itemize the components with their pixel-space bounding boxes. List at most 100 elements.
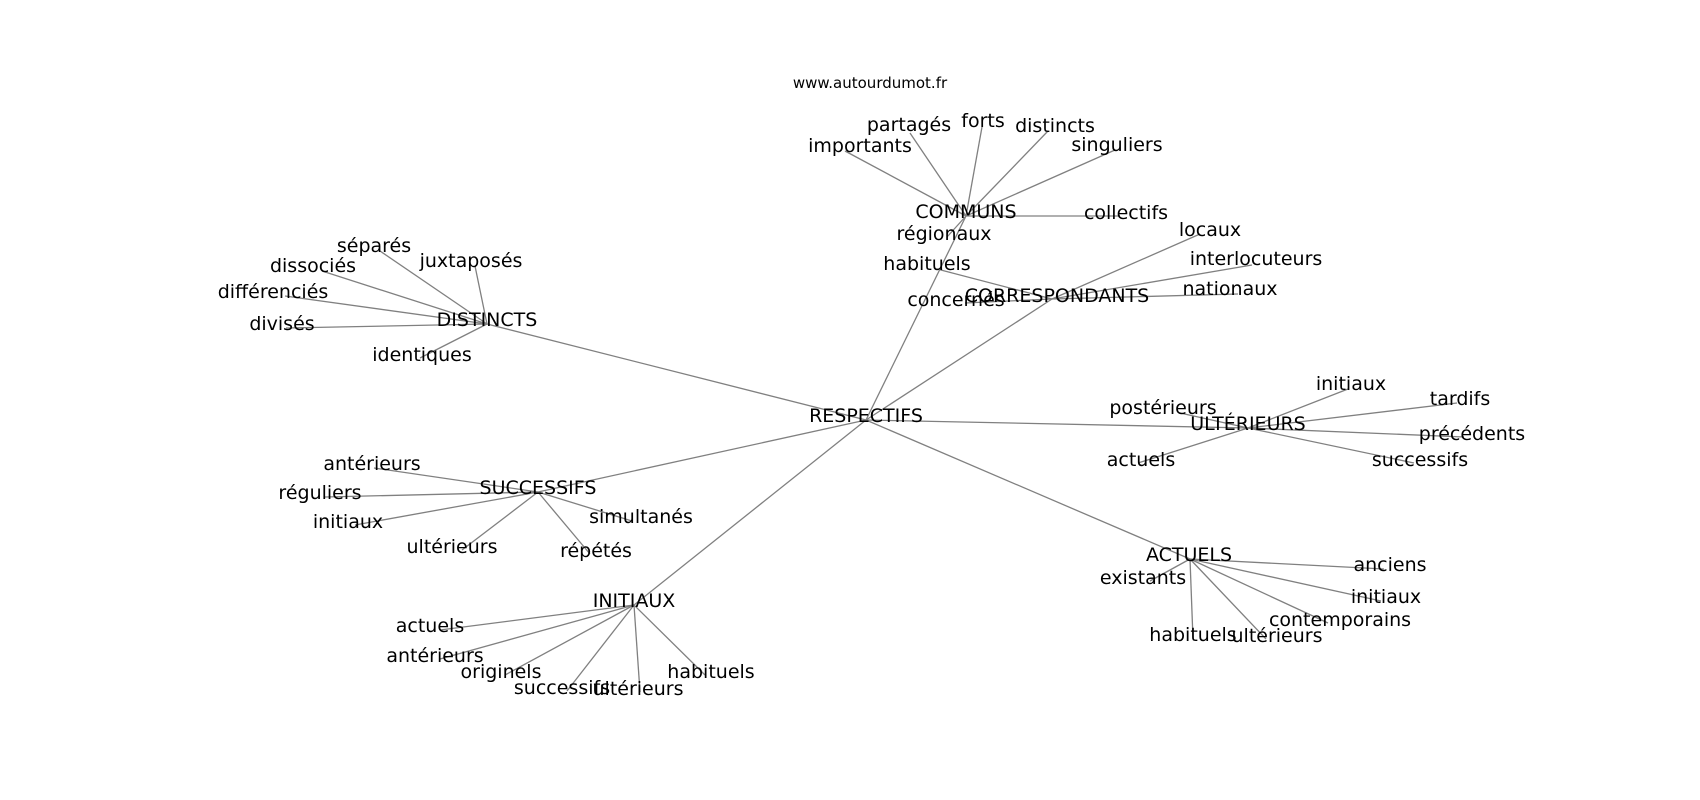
leaf-node-6-6[interactable]: habituels bbox=[1149, 624, 1236, 646]
leaf-node-6-5[interactable]: ultérieurs bbox=[1232, 625, 1323, 647]
edge-branch-1-leaf-5 bbox=[965, 149, 1116, 217]
edge-branch-3-leaf-6 bbox=[419, 323, 488, 359]
leaf-node-4-4[interactable]: précédents bbox=[1419, 423, 1525, 445]
leaf-node-4-6[interactable]: actuels bbox=[1107, 449, 1175, 471]
leaf-node-2-2[interactable]: concernés bbox=[907, 289, 1004, 311]
edge-branch-3-leaf-2 bbox=[321, 270, 488, 325]
leaf-node-3-6[interactable]: identiques bbox=[372, 344, 472, 366]
leaf-node-6-1[interactable]: anciens bbox=[1353, 554, 1426, 576]
leaf-node-1-5[interactable]: singuliers bbox=[1071, 134, 1162, 156]
leaf-node-1-6[interactable]: collectifs bbox=[1084, 202, 1168, 224]
edge-branch-5-leaf-3 bbox=[354, 491, 539, 526]
edge-branch-1-leaf-2 bbox=[909, 132, 967, 217]
leaf-node-3-5[interactable]: divisés bbox=[249, 313, 314, 335]
edge-branch-4-leaf-5 bbox=[1247, 427, 1415, 464]
edge-branch-5-leaf-1 bbox=[373, 467, 539, 493]
center-node[interactable]: RESPECTIFS bbox=[809, 405, 923, 427]
edge-branch-3-leaf-4 bbox=[284, 295, 488, 325]
branch-node-5[interactable]: SUCCESSIFS bbox=[480, 477, 597, 499]
leaf-node-7-5[interactable]: ultérieurs bbox=[593, 678, 684, 700]
edge-center-7 bbox=[633, 419, 867, 606]
leaf-node-6-4[interactable]: contemporains bbox=[1269, 609, 1411, 631]
leaf-node-1-7[interactable]: régionaux bbox=[896, 223, 991, 245]
edge-branch-7-leaf-3 bbox=[504, 604, 635, 676]
edge-branch-1-leaf-1 bbox=[844, 150, 967, 217]
edge-branch-5-leaf-4 bbox=[461, 491, 539, 551]
edge-center-2 bbox=[865, 298, 1053, 421]
edge-branch-7-leaf-4 bbox=[566, 604, 635, 692]
edge-branch-7-leaf-2 bbox=[439, 604, 635, 660]
leaf-node-1-4[interactable]: distincts bbox=[1015, 115, 1095, 137]
leaf-node-5-3[interactable]: initiaux bbox=[313, 511, 383, 533]
leaf-node-2-5[interactable]: nationaux bbox=[1182, 278, 1277, 300]
leaf-node-7-3[interactable]: originels bbox=[461, 661, 542, 683]
leaf-node-4-5[interactable]: successifs bbox=[1372, 449, 1468, 471]
edges bbox=[284, 126, 1465, 693]
branch-node-2[interactable]: CORRESPONDANTS bbox=[965, 285, 1150, 307]
branch-node-4[interactable]: ULTÉRIEURS bbox=[1190, 412, 1305, 435]
branch-node-6[interactable]: ACTUELS bbox=[1146, 544, 1232, 566]
edge-branch-2-leaf-3 bbox=[1051, 233, 1201, 300]
leaf-node-7-2[interactable]: antérieurs bbox=[386, 645, 483, 667]
leaf-node-6-3[interactable]: initiaux bbox=[1351, 586, 1421, 608]
edge-branch-5-leaf-6 bbox=[537, 491, 591, 555]
leaf-node-7-1[interactable]: actuels bbox=[396, 615, 464, 637]
leaf-node-5-2[interactable]: réguliers bbox=[278, 482, 361, 504]
leaf-node-3-3[interactable]: juxtaposés bbox=[419, 250, 523, 272]
edge-branch-3-leaf-1 bbox=[379, 250, 488, 325]
leaf-node-6-2[interactable]: existants bbox=[1100, 567, 1186, 589]
edge-branch-6-leaf-6 bbox=[1189, 558, 1194, 640]
leaf-node-3-4[interactable]: différenciés bbox=[218, 281, 329, 303]
leaf-node-2-4[interactable]: interlocuteurs bbox=[1190, 248, 1323, 270]
edge-branch-3-leaf-3 bbox=[474, 265, 488, 325]
leaf-node-3-1[interactable]: séparés bbox=[337, 235, 411, 257]
edge-branch-6-leaf-4 bbox=[1189, 558, 1329, 624]
edge-center-6 bbox=[865, 419, 1191, 560]
leaf-node-7-4[interactable]: successifs bbox=[514, 677, 610, 699]
leaf-node-5-1[interactable]: antérieurs bbox=[323, 453, 420, 475]
edge-branch-1-leaf-4 bbox=[965, 130, 1049, 217]
leaf-node-1-2[interactable]: partagés bbox=[867, 114, 951, 136]
edge-branch-3-leaf-5 bbox=[285, 323, 488, 329]
edge-branch-5-leaf-5 bbox=[537, 491, 633, 522]
leaf-node-1-1[interactable]: importants bbox=[808, 135, 912, 157]
edge-branch-4-leaf-3 bbox=[1247, 402, 1458, 429]
leaf-node-1-3[interactable]: forts bbox=[961, 110, 1004, 132]
edge-branch-7-leaf-1 bbox=[439, 604, 635, 631]
leaf-node-2-1[interactable]: habituels bbox=[883, 253, 970, 275]
leaf-node-5-5[interactable]: simultanés bbox=[589, 506, 693, 528]
leaf-node-3-2[interactable]: dissociés bbox=[270, 255, 356, 277]
edge-center-3 bbox=[486, 323, 867, 421]
edge-branch-6-leaf-5 bbox=[1189, 558, 1267, 640]
leaf-node-7-6[interactable]: habituels bbox=[667, 661, 754, 683]
edge-branch-1-leaf-7 bbox=[946, 215, 967, 238]
edge-branch-2-leaf-2 bbox=[964, 298, 1053, 304]
leaf-node-5-4[interactable]: ultérieurs bbox=[407, 536, 498, 558]
edge-branch-7-leaf-5 bbox=[633, 604, 641, 693]
edge-branch-2-leaf-1 bbox=[936, 268, 1053, 300]
leaf-node-4-2[interactable]: initiaux bbox=[1316, 373, 1386, 395]
edge-branch-7-leaf-6 bbox=[633, 604, 706, 676]
leaf-node-2-3[interactable]: locaux bbox=[1179, 219, 1241, 241]
edge-branch-4-leaf-2 bbox=[1247, 388, 1349, 429]
leaf-node-4-3[interactable]: tardifs bbox=[1430, 388, 1491, 410]
edge-branch-2-leaf-4 bbox=[1051, 264, 1253, 300]
edge-branch-6-leaf-1 bbox=[1189, 558, 1385, 570]
branch-node-3[interactable]: DISTINCTS bbox=[437, 309, 538, 331]
edge-branch-2-leaf-5 bbox=[1051, 293, 1239, 300]
edge-center-5 bbox=[537, 419, 867, 493]
edge-branch-6-leaf-2 bbox=[1149, 558, 1191, 582]
leaf-node-5-6[interactable]: répétés bbox=[560, 540, 632, 562]
site-url: www.autourdumot.fr bbox=[793, 74, 948, 92]
edge-center-1 bbox=[865, 215, 967, 421]
branch-node-1[interactable]: COMMUNS bbox=[915, 201, 1016, 223]
edge-branch-4-leaf-1 bbox=[1179, 412, 1249, 429]
leaf-node-4-1[interactable]: postérieurs bbox=[1109, 397, 1216, 419]
edge-branch-6-leaf-3 bbox=[1189, 558, 1382, 602]
edge-branch-4-leaf-6 bbox=[1137, 427, 1249, 464]
branch-node-7[interactable]: INITIAUX bbox=[593, 590, 676, 612]
edge-branch-1-leaf-3 bbox=[965, 126, 983, 217]
edge-center-4 bbox=[865, 419, 1249, 429]
